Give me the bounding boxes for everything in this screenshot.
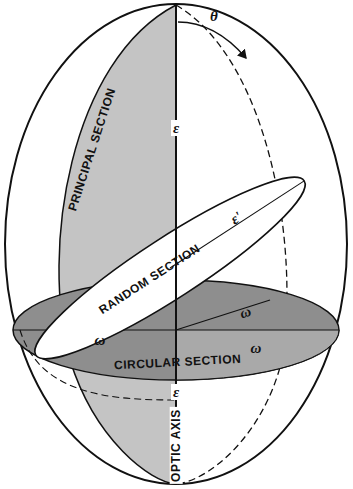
index-symbol: ω (93, 332, 108, 349)
index-symbol: ε (171, 384, 181, 401)
index-symbol: ε (171, 120, 181, 137)
angle-symbol: θ (208, 8, 220, 25)
index-symbol: ω (249, 340, 264, 357)
axis-name: OPTIC AXIS (169, 408, 182, 485)
